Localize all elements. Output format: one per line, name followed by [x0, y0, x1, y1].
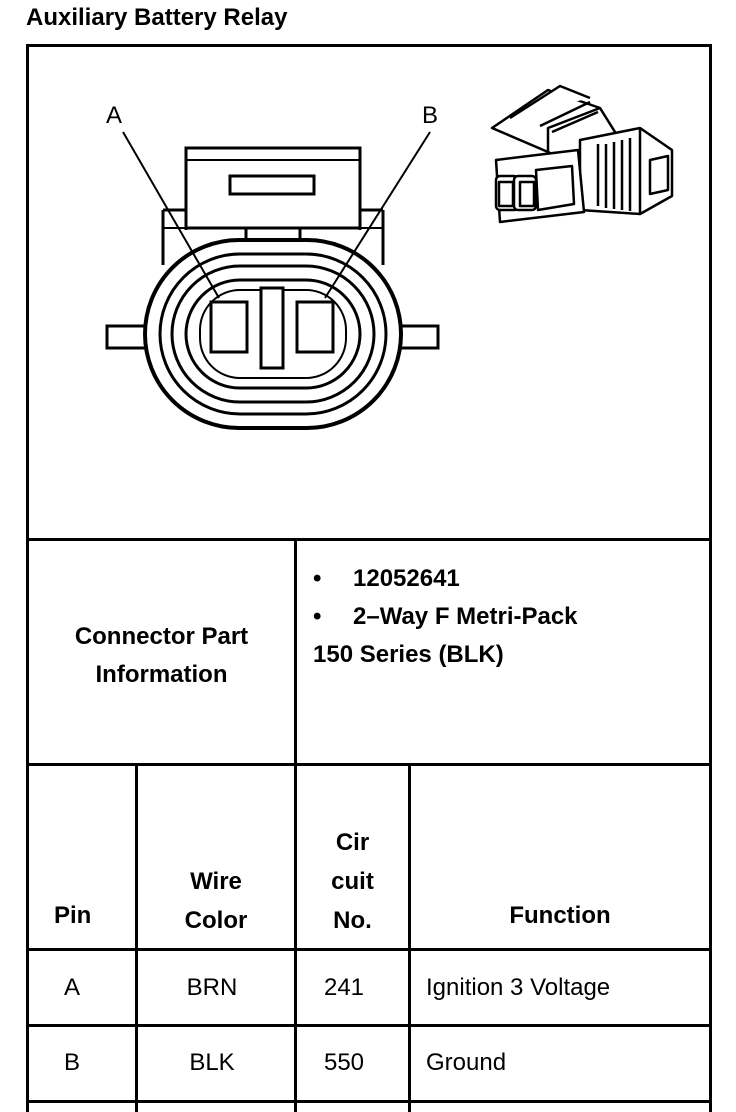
connector-type: 2–Way F Metri-Pack — [353, 603, 578, 630]
row-b-function: Ground — [426, 1049, 507, 1076]
divider-row-b — [26, 1100, 712, 1103]
connector-info-details: •12052641 •2–Way F Metri-Pack 150 Series… — [313, 560, 578, 674]
connector-info-header-line1: Connector Part — [74, 623, 249, 650]
row-a-pin: A — [64, 974, 81, 1001]
header-circuit-line1: Cir — [335, 829, 370, 856]
connector-series: 150 Series (BLK) — [313, 641, 504, 668]
row-a-function: Ignition 3 Voltage — [426, 974, 611, 1001]
row-b-circuit: 550 — [323, 1049, 365, 1076]
divider-col-3 — [408, 763, 411, 1112]
header-pin: Pin — [54, 902, 92, 929]
divider-diagram — [26, 538, 712, 541]
divider-header — [26, 948, 712, 951]
divider-row-a — [26, 1024, 712, 1027]
row-b-pin: B — [64, 1049, 81, 1076]
connector-type-item: •2–Way F Metri-Pack — [313, 603, 578, 630]
divider-col-2 — [294, 763, 297, 1112]
header-circuit-line3: No. — [333, 907, 372, 934]
part-number-item: •12052641 — [313, 565, 460, 592]
connector-info-header: Connector Part Information — [29, 618, 294, 694]
row-a-circuit: 241 — [323, 974, 365, 1001]
connector-info-header-line2: Information — [95, 661, 228, 688]
header-function: Function — [509, 902, 611, 929]
page-title: Auxiliary Battery Relay — [26, 4, 288, 31]
part-number: 12052641 — [353, 565, 460, 592]
header-circuit-no: Cir cuit No. — [297, 823, 408, 940]
header-wire-color: Wire Color — [138, 862, 294, 940]
pin-a-callout: A — [106, 102, 123, 129]
connector-diagram — [105, 84, 674, 430]
pin-b-callout: B — [422, 102, 439, 129]
connector-table-frame — [26, 44, 712, 1112]
header-wire-line2: Color — [184, 907, 248, 934]
divider-info — [26, 763, 712, 766]
divider-col-1 — [135, 763, 138, 1112]
header-circuit-line2: cuit — [331, 868, 374, 895]
divider-info-col — [294, 538, 297, 766]
row-b-color: BLK — [189, 1049, 235, 1076]
row-a-color: BRN — [186, 974, 238, 1001]
header-wire-line1: Wire — [190, 868, 242, 895]
